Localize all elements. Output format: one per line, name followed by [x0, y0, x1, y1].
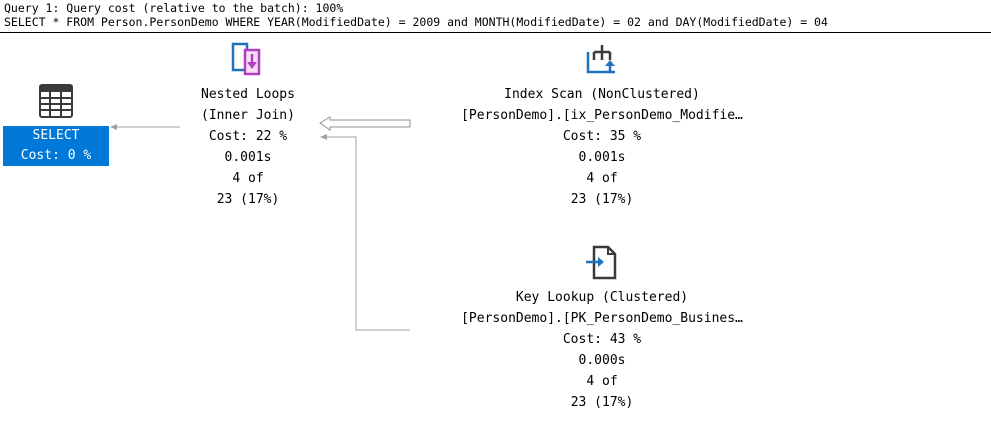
index-scan-estimate: 23 (17%) — [570, 192, 634, 207]
nested-loops-time: 0.001s — [224, 150, 272, 165]
query-cost-header: Query 1: Query cost (relative to the bat… — [4, 1, 344, 15]
nested-loops-rows: 4 of — [232, 171, 264, 186]
index-scan-cost: Cost: 35 % — [562, 129, 642, 144]
index-scan-icon — [586, 45, 615, 74]
arrow-lookup-to-nested — [320, 134, 410, 331]
plan-node-select[interactable]: SELECT Cost: 0 % — [3, 82, 109, 166]
select-node-cost: Cost: 0 % — [20, 148, 92, 163]
plan-node-nested-loops[interactable]: Nested Loops (Inner Join) Cost: 22 % 0.0… — [168, 40, 328, 210]
key-lookup-time: 0.000s — [578, 353, 626, 368]
key-lookup-object: [PersonDemo].[PK_PersonDemo_Busines… — [461, 311, 743, 326]
nested-loops-title: Nested Loops — [201, 87, 295, 102]
index-scan-title: Index Scan (NonClustered) — [504, 87, 700, 102]
key-lookup-title: Key Lookup (Clustered) — [515, 290, 689, 305]
nested-loops-icon — [231, 42, 261, 76]
key-lookup-cost: Cost: 43 % — [562, 332, 642, 347]
nested-loops-estimate: 23 (17%) — [216, 192, 280, 207]
index-scan-time: 0.001s — [578, 150, 626, 165]
plan-node-key-lookup[interactable]: Key Lookup (Clustered) [PersonDemo].[PK_… — [412, 243, 792, 413]
select-node-label-box[interactable]: SELECT Cost: 0 % — [3, 126, 109, 166]
select-node-label: SELECT — [32, 128, 80, 143]
arrow-scan-to-nested — [319, 116, 411, 131]
index-scan-object: [PersonDemo].[ix_PersonDemo_Modifie… — [461, 108, 743, 123]
key-lookup-rows: 4 of — [586, 374, 618, 389]
index-scan-rows: 4 of — [586, 171, 618, 186]
arrow-nested-to-select — [110, 124, 180, 130]
plan-node-index-scan[interactable]: Index Scan (NonClustered) [PersonDemo].[… — [412, 40, 792, 210]
result-grid-icon — [39, 84, 73, 118]
key-lookup-estimate: 23 (17%) — [570, 395, 634, 410]
header-divider — [0, 32, 991, 33]
key-lookup-icon — [586, 245, 617, 280]
nested-loops-subtitle: (Inner Join) — [201, 108, 295, 123]
query-sql-text: SELECT * FROM Person.PersonDemo WHERE YE… — [4, 15, 828, 29]
nested-loops-cost: Cost: 22 % — [208, 129, 288, 144]
